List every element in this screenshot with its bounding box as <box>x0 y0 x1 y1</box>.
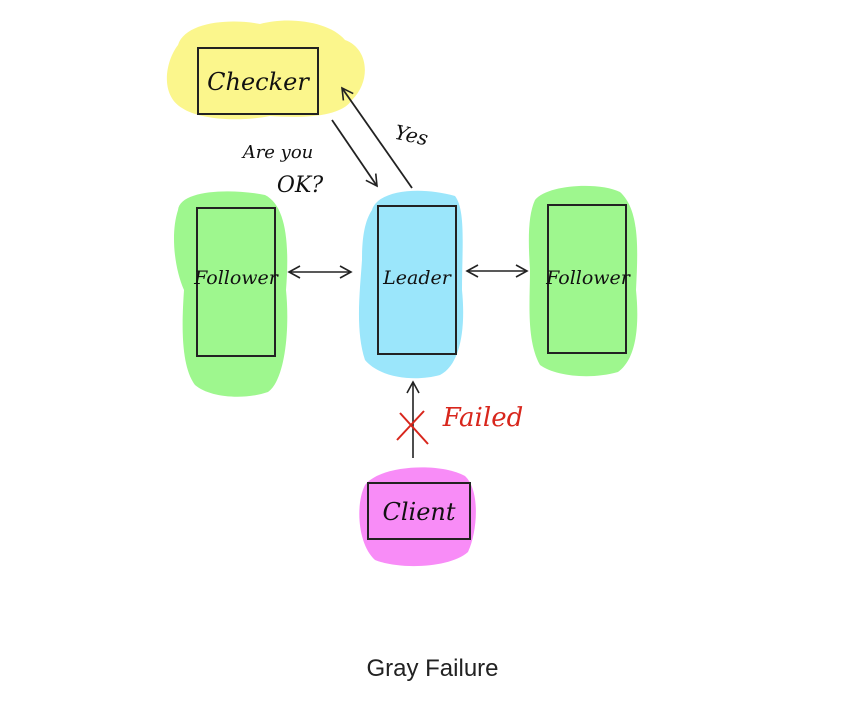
follower-left-highlight <box>173 191 288 397</box>
follower-right-highlight <box>528 185 638 377</box>
client-label: Client <box>382 498 455 526</box>
client-box <box>367 482 471 540</box>
question-label-line2: OK? <box>277 173 323 198</box>
failed-x-icon <box>396 410 429 445</box>
question-label-line1: Are you <box>241 142 314 163</box>
follower-right-label: Follower <box>545 267 632 289</box>
leader-label: Leader <box>382 267 453 289</box>
follower-left-node: Follower <box>173 191 288 397</box>
follower-left-label: Follower <box>193 267 280 289</box>
client-node: Client <box>359 467 476 567</box>
failed-label: Failed <box>442 403 523 433</box>
checker-label: Checker <box>207 68 310 96</box>
checker-node: Checker <box>166 20 365 120</box>
checker-highlight <box>166 20 365 120</box>
follower-right-box <box>547 204 627 354</box>
figure-caption: Gray Failure <box>366 655 499 682</box>
answer-arrow <box>341 86 413 189</box>
question-arrow <box>331 119 378 188</box>
follower-right-node: Follower <box>528 185 638 377</box>
leader-box <box>377 205 457 355</box>
answer-label: Yes <box>393 120 431 150</box>
leader-highlight <box>358 190 464 379</box>
follower-left-box <box>196 207 276 357</box>
client-highlight <box>359 467 476 567</box>
leader-node: Leader <box>358 190 464 379</box>
checker-box <box>197 47 319 115</box>
